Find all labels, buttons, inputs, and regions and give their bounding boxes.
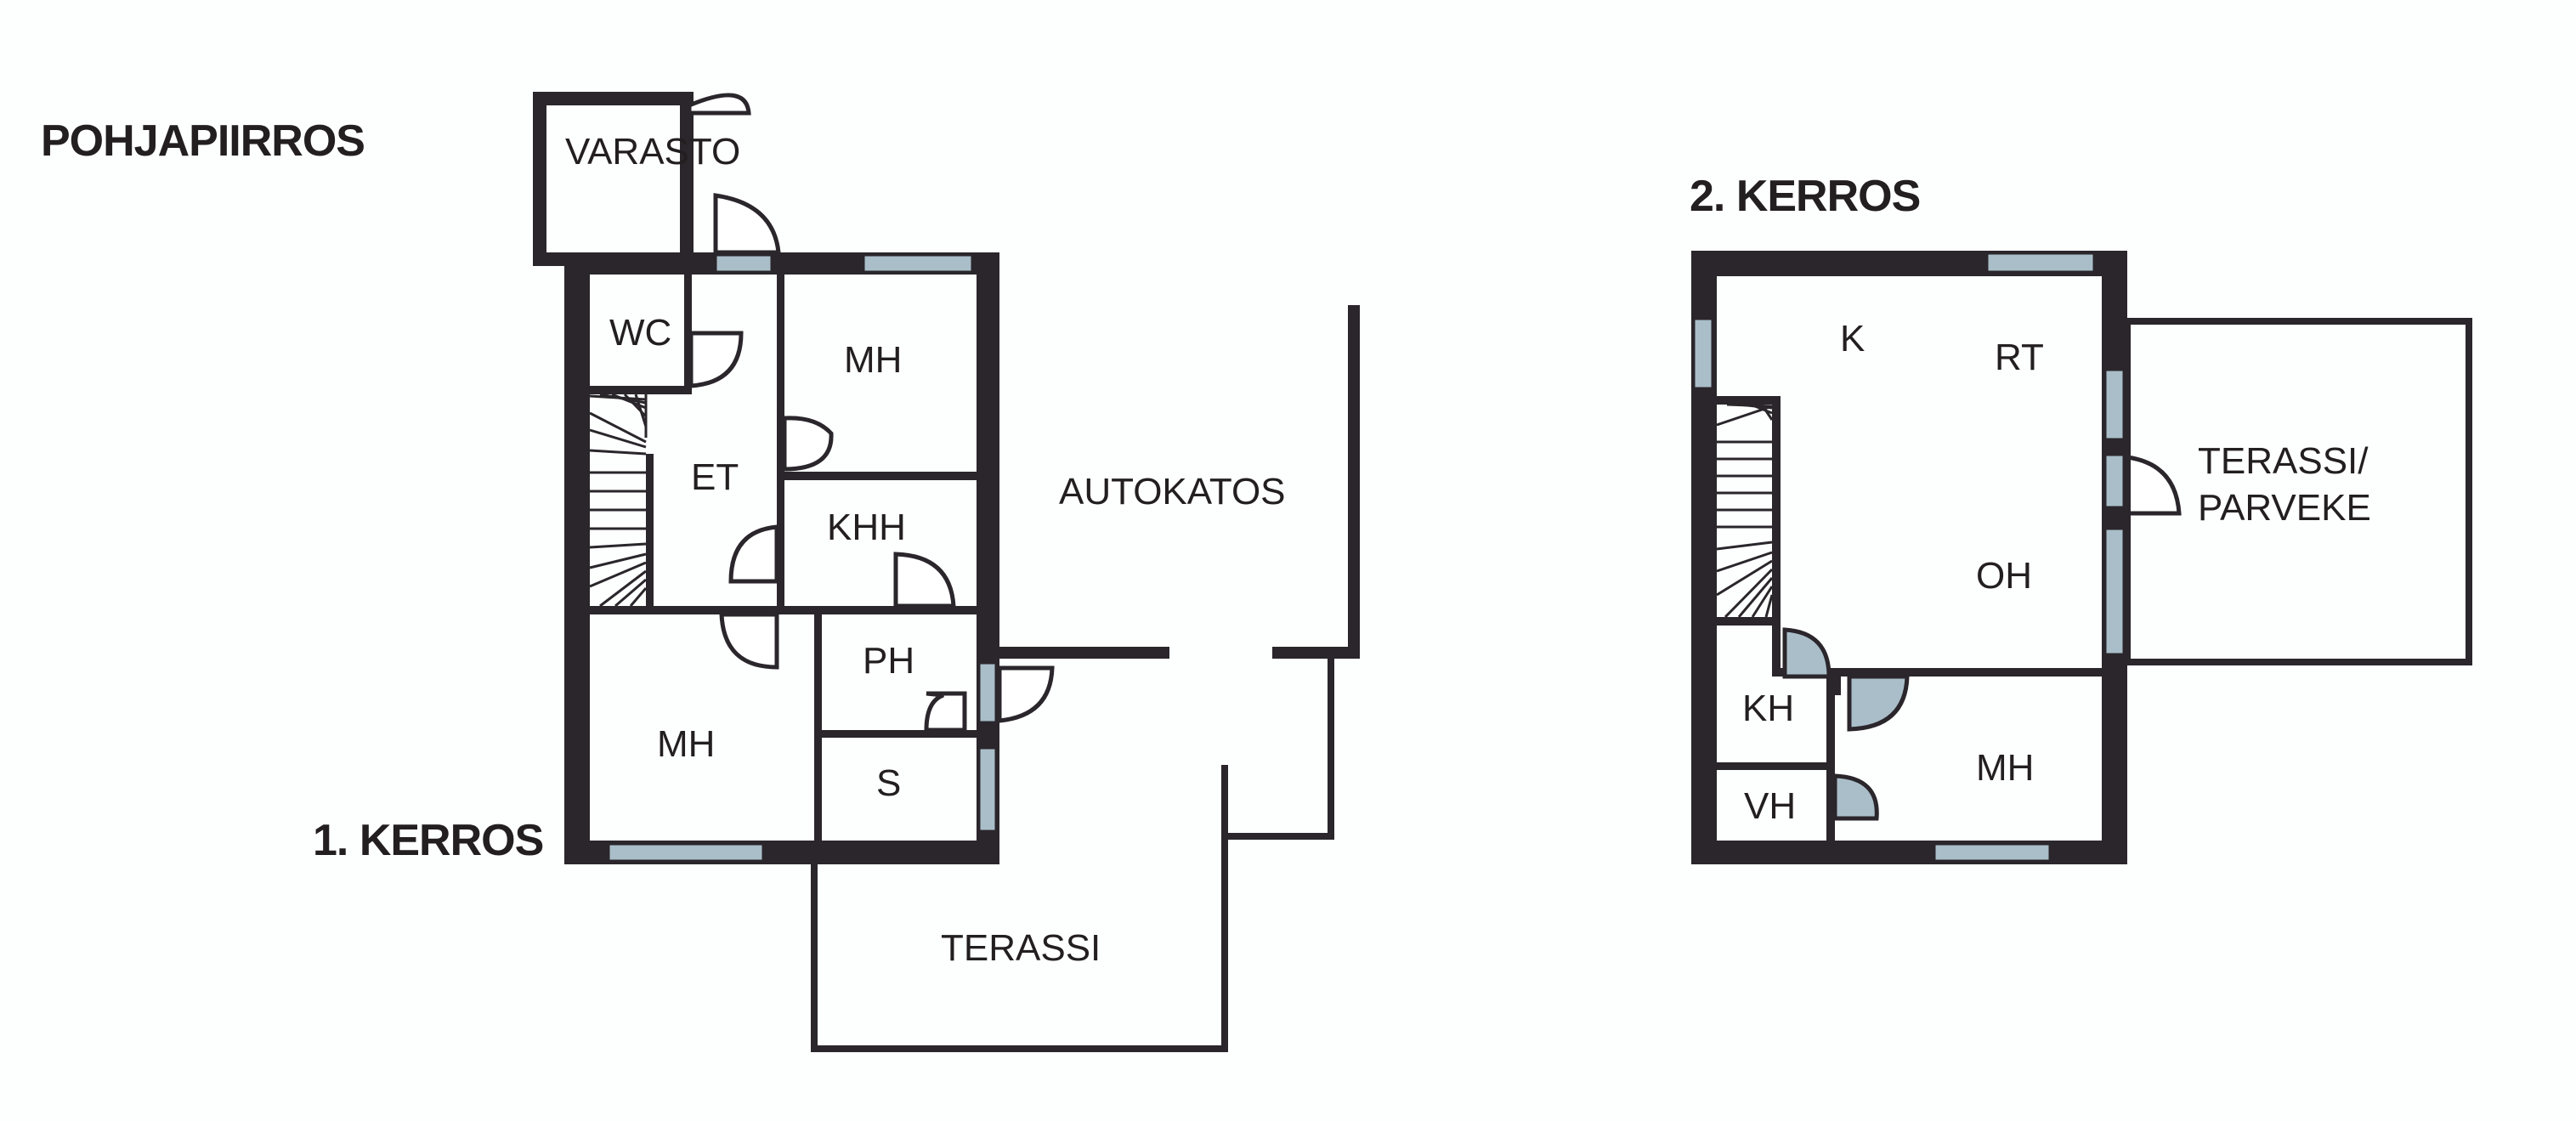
- et-door: [728, 524, 779, 584]
- room-label-s: S: [876, 762, 901, 804]
- oh-stair-door: [1782, 627, 1832, 679]
- stair-wall: [1772, 396, 1781, 677]
- window: [1933, 842, 2052, 863]
- room-label-vh: VH: [1744, 785, 1796, 827]
- ph-s-wall: [814, 730, 977, 738]
- carport-wall: [1272, 647, 1360, 659]
- room-label-k: K: [1840, 318, 1865, 360]
- room-label-mh-top: MH: [844, 339, 902, 381]
- terrace-door: [2125, 455, 2182, 516]
- wc-wall-bottom: [590, 386, 690, 394]
- khh-door: [893, 552, 956, 609]
- stairs-first-floor: [589, 393, 648, 608]
- room-label-mh: MH: [1976, 747, 2034, 789]
- carport-wall: [999, 647, 1169, 659]
- stair-wall: [646, 454, 654, 610]
- room-label-autokatos: AUTOKATOS: [1059, 471, 1286, 512]
- window: [977, 746, 998, 833]
- vh-door: [1832, 773, 1879, 821]
- room-label-terassi: TERASSI: [941, 927, 1101, 969]
- varasto-walls: [533, 92, 694, 266]
- window: [862, 253, 974, 274]
- room-label-mh-bottom: MH: [657, 723, 715, 765]
- room-label-wc: WC: [609, 312, 671, 354]
- window: [607, 842, 765, 863]
- window: [2103, 453, 2126, 509]
- mh-bottom-door: [719, 612, 779, 670]
- wall-left: [564, 252, 590, 864]
- carport-wall: [1348, 305, 1360, 659]
- wall-bottom: [1691, 841, 2127, 864]
- wc-door: [688, 331, 744, 388]
- et-wall-right: [777, 275, 784, 612]
- room-label-et: ET: [691, 456, 739, 498]
- et-wall-bottom: [590, 606, 977, 614]
- first-floor-heading: 1. KERROS: [313, 816, 543, 865]
- varasto-door: [687, 93, 751, 116]
- room-label-terassi: TERASSI/: [2198, 440, 2369, 482]
- room-label-rt: RT: [1995, 337, 2044, 378]
- mh-wall-stub: [1833, 668, 1841, 695]
- second-floor-plan: K RT OH TERASSI/ PARVEKE KH VH MH: [1691, 251, 2472, 864]
- mh-wall-right: [814, 614, 822, 841]
- terrace-outline: [2124, 318, 2472, 665]
- mh-door: [1847, 674, 1910, 732]
- mh-top-door: [782, 416, 834, 472]
- room-label-ph: PH: [863, 640, 914, 682]
- stair-wall-top: [1717, 396, 1781, 405]
- window: [977, 661, 998, 724]
- ph-door: [924, 691, 967, 733]
- stairs-second-floor: [1716, 403, 1774, 619]
- kh-wall-top: [1717, 617, 1772, 626]
- window: [714, 253, 773, 274]
- window: [2103, 368, 2126, 441]
- window: [2103, 527, 2126, 656]
- second-floor-heading: 2. KERROS: [1690, 172, 1920, 221]
- room-label-khh: KHH: [827, 507, 906, 548]
- window: [1692, 317, 1714, 390]
- kh-wall-right: [1826, 668, 1835, 841]
- oh-wall-bottom: [1772, 668, 2102, 677]
- window: [1985, 252, 2096, 274]
- terrace-outline: [811, 765, 1228, 1052]
- carport-outline: [1221, 659, 1334, 840]
- mh-khh-wall: [777, 472, 977, 480]
- room-label-kh: KH: [1742, 688, 1794, 729]
- room-label-parveke: PARVEKE: [2198, 487, 2371, 529]
- first-floor-plan: VARASTO WC MH ET KHH PH MH S AUTOKATOS T…: [533, 92, 1360, 1052]
- room-label-oh: OH: [1976, 555, 2032, 597]
- room-label-varasto: VARASTO: [565, 131, 740, 173]
- entrance-door: [713, 193, 781, 255]
- page-title: POHJAPIIRROS: [41, 116, 365, 166]
- wc-wall-right: [684, 275, 692, 394]
- ph-exterior-door: [997, 665, 1055, 723]
- kh-vh-wall: [1717, 762, 1835, 770]
